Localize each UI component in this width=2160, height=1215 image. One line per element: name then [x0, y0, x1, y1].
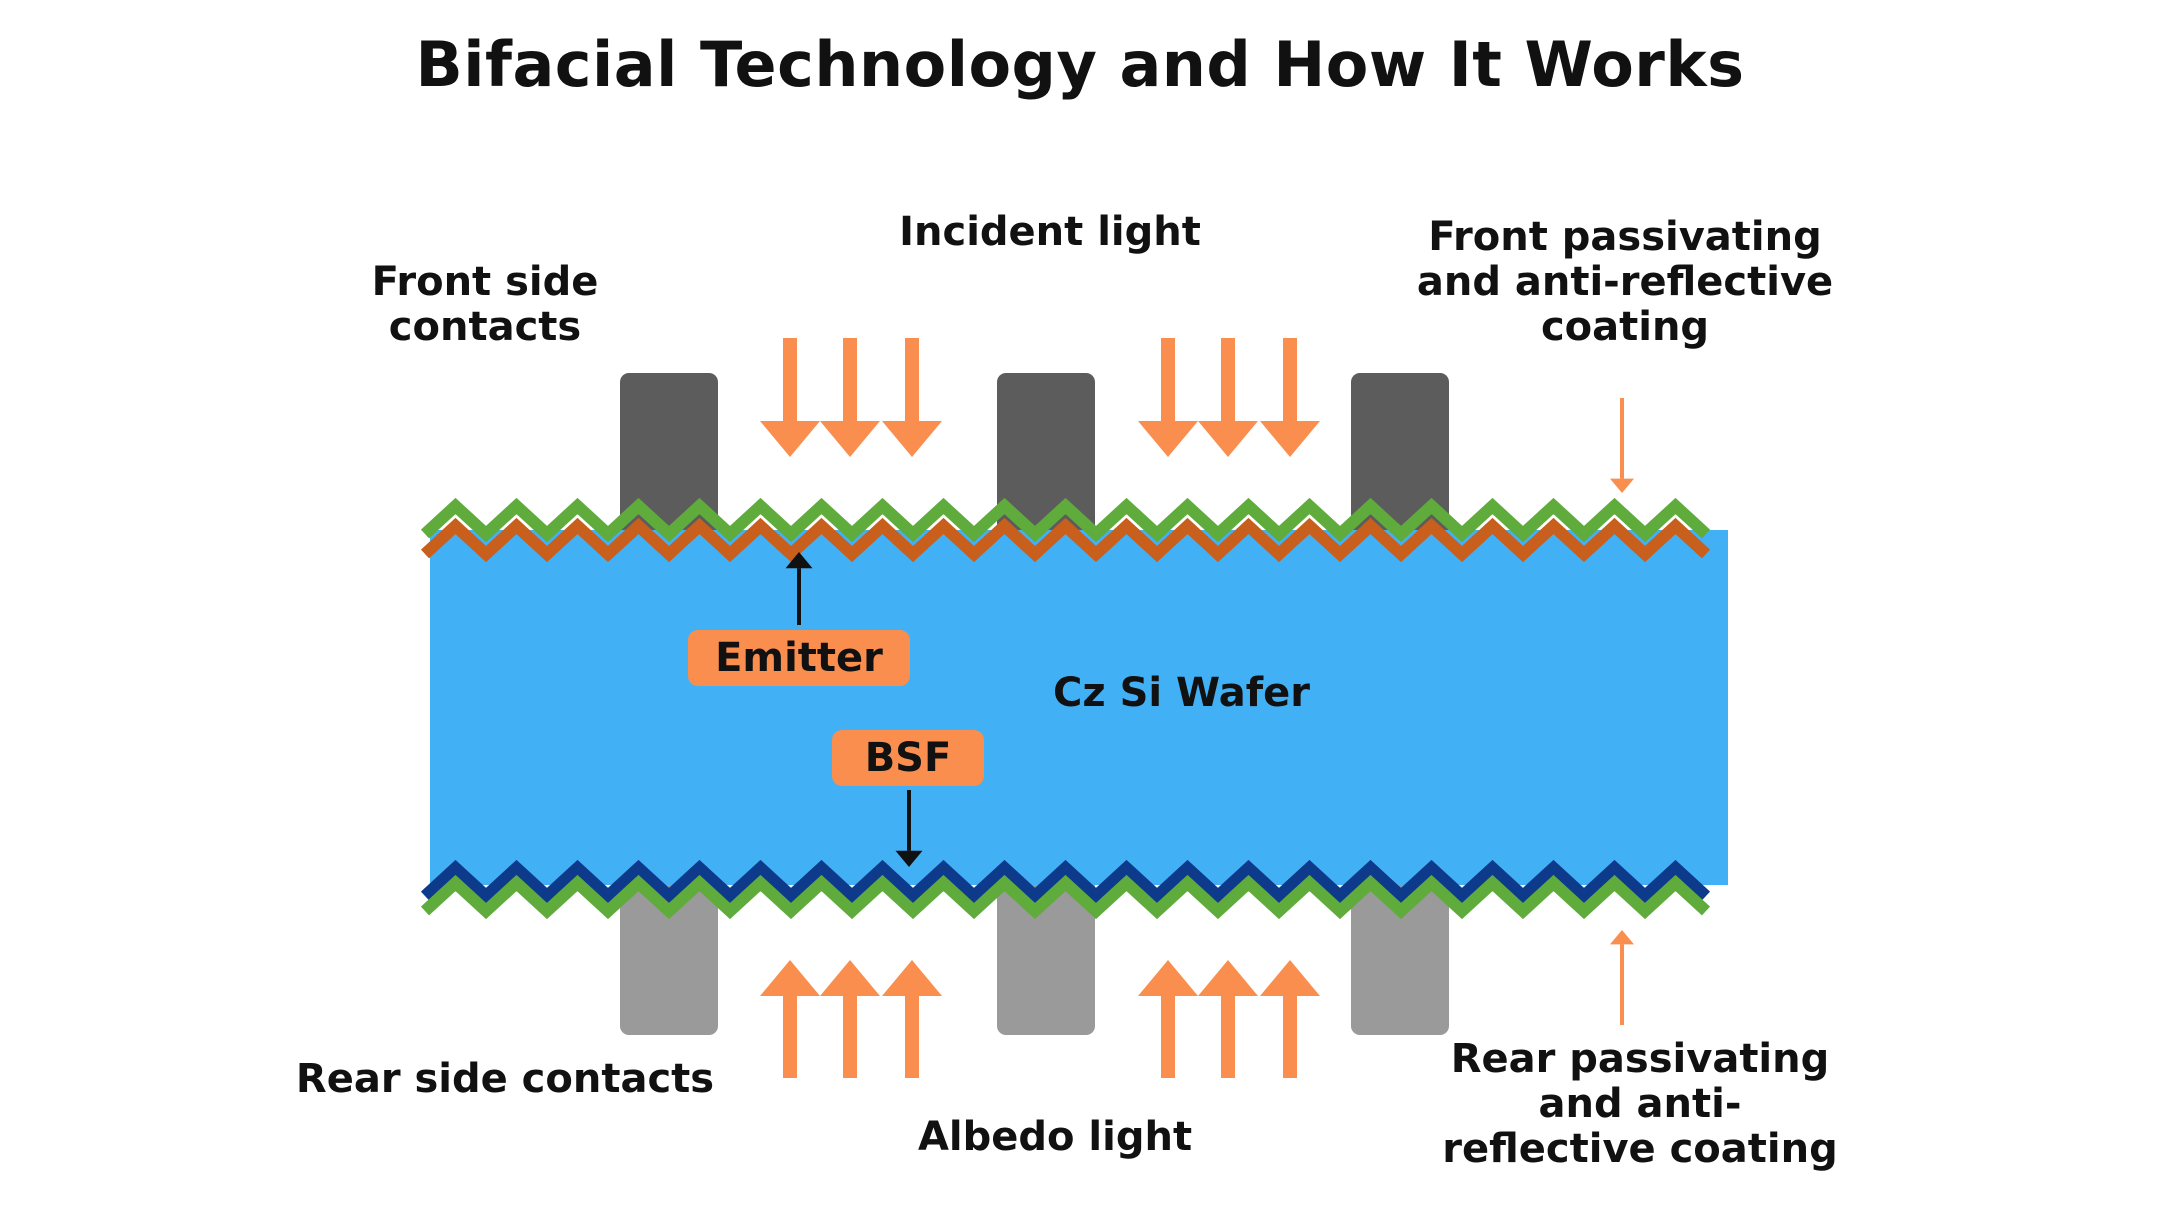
front-passivation-layer: [420, 497, 1711, 543]
rear-side-contacts-label: Rear side contacts: [295, 1056, 715, 1102]
albedo-light-arrow-5: [1198, 960, 1258, 1078]
albedo-light-arrow-3: [882, 960, 942, 1078]
incident-light-arrow-1: [760, 338, 820, 457]
incident-light-label: Incident light: [899, 209, 1201, 255]
incident-light-arrow-4: [1138, 338, 1198, 457]
rear-coating-label: Rear passivating and anti- reflective co…: [1442, 1036, 1838, 1172]
albedo-light-arrow-4: [1138, 960, 1198, 1078]
rear-contact-1: [620, 870, 718, 1035]
emitter-layer: [420, 517, 1711, 563]
bsf-pointer-arrow: [895, 790, 923, 867]
front-coating-pointer-arrow: [1610, 398, 1634, 493]
diagram-title: Bifacial Technology and How It Works: [415, 28, 1745, 101]
front-side-contacts-label: Front side contacts: [371, 259, 599, 350]
albedo-light-label: Albedo light: [917, 1114, 1193, 1160]
incident-light-arrow-6: [1260, 338, 1320, 457]
albedo-light-arrow-1: [760, 960, 820, 1078]
incident-light-arrow-3: [882, 338, 942, 457]
emitter-badge: Emitter: [688, 630, 910, 686]
incident-light-arrow-5: [1198, 338, 1258, 457]
rear-passivation-layer: [420, 874, 1711, 920]
wafer-label: Cz Si Wafer: [1053, 670, 1310, 716]
front-coating-label: Front passivating and anti-reflective co…: [1416, 214, 1834, 350]
bsf-layer: [420, 859, 1711, 905]
albedo-light-arrow-2: [820, 960, 880, 1078]
rear-contact-3: [1351, 870, 1449, 1035]
emitter-pointer-arrow: [785, 552, 813, 625]
bsf-badge: BSF: [832, 730, 984, 786]
cz-si-wafer: [430, 530, 1728, 885]
albedo-light-arrow-6: [1260, 960, 1320, 1078]
incident-light-arrow-2: [820, 338, 880, 457]
rear-coating-pointer-arrow: [1610, 930, 1634, 1025]
rear-contact-2: [997, 870, 1095, 1035]
